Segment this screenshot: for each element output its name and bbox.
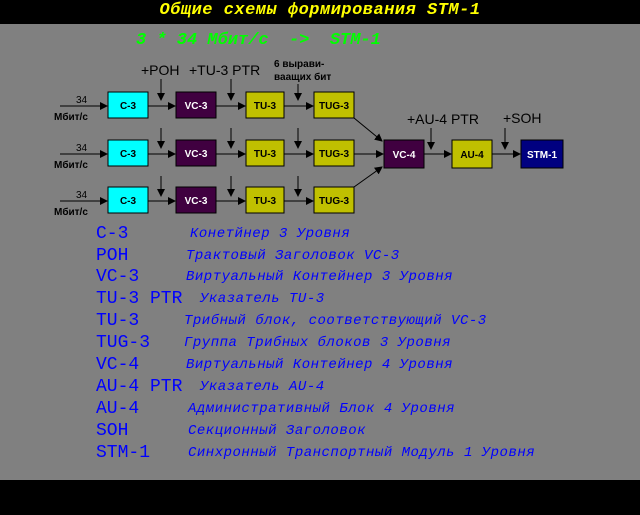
legend-row: VC-3 Виртуальный Контейнер 3 Уровня	[96, 267, 453, 289]
justify-label-1: 6 вырави-	[274, 59, 324, 70]
vc3-block	[175, 91, 217, 119]
legend-abbr: C-3	[96, 224, 129, 244]
title-bar: Общие схемы формирования STM-1	[0, 0, 640, 24]
rate-value: 34	[76, 143, 88, 154]
scheme-diagram: +POH +TU-3 PTR 6 вырави- ваащих бит +AU-…	[54, 59, 564, 218]
row-1: 34 Мбит/с C-3 VC-3 TU-3 TUG-3	[54, 91, 383, 142]
legend-row: C-3 Конетйнер 3 Уровня	[96, 224, 350, 246]
legend-abbr: VC-4	[96, 355, 140, 375]
row-2: 34 Мбит/с C-3 VC-3 TU-3 TUG-3	[54, 128, 384, 171]
subtitle: 3 * 34 Мбит/с -> STM-1	[136, 31, 381, 50]
legend-abbr: TU-3 PTR	[96, 289, 183, 309]
au4-block	[451, 139, 493, 169]
tu3-ptr-label: +TU-3 PTR	[189, 62, 260, 78]
c3-block	[107, 91, 149, 119]
legend-desc: Конетйнер 3 Уровня	[190, 226, 351, 242]
vc4-label: VC-4	[393, 150, 416, 161]
tu3-block	[245, 139, 285, 167]
tu3-label: TU-3	[254, 196, 277, 207]
vc3-label: VC-3	[185, 196, 208, 207]
rate-unit: Мбит/с	[54, 111, 88, 123]
legend-row: VC-4 Виртуальный Контейнер 4 Уровня	[96, 355, 453, 377]
legend-row: TUG-3 Группа Трибных блоков 3 Уровня	[96, 333, 451, 355]
vc3-label: VC-3	[185, 101, 208, 112]
legend-row: AU-4 Административный Блок 4 Уровня	[96, 399, 455, 421]
au4-label: AU-4	[460, 150, 484, 161]
legend-row: POH Трактовый Заголовок VC-3	[96, 246, 399, 268]
legend-abbr: TUG-3	[96, 333, 151, 353]
tug3-label: TUG-3	[319, 196, 349, 207]
legend-desc: Секционный Заголовок	[188, 423, 367, 439]
stm1-block	[520, 139, 564, 169]
tug3-block	[313, 186, 355, 214]
vc3-label: VC-3	[185, 149, 208, 160]
legend-abbr: STM-1	[96, 443, 151, 463]
legend-abbr: AU-4	[96, 399, 140, 419]
tug3-block	[313, 139, 355, 167]
tu3-block	[245, 186, 285, 214]
poh-label: +POH	[141, 62, 180, 78]
legend-desc: Административный Блок 4 Уровня	[188, 401, 456, 417]
vc4-block	[383, 139, 425, 169]
legend-desc: Трактовый Заголовок VC-3	[186, 248, 400, 264]
page-title: Общие схемы формирования STM-1	[159, 1, 481, 20]
rate-value: 34	[76, 95, 88, 106]
legend-row: SOH Секционный Заголовок	[96, 421, 366, 443]
legend-row: AU-4 PTR Указатель AU-4	[96, 377, 324, 399]
rate-unit: Мбит/с	[54, 159, 88, 171]
legend-row: STM-1 Синхронный Транспортный Модуль 1 У…	[96, 443, 535, 465]
tug3-label: TUG-3	[319, 149, 349, 160]
legend-desc: Указатель TU-3	[200, 291, 325, 307]
rate-unit: Мбит/с	[54, 206, 88, 218]
c3-label: C-3	[120, 196, 137, 207]
tug3-label: TUG-3	[319, 101, 349, 112]
legend-desc: Синхронный Транспортный Модуль 1 Уровня	[188, 445, 536, 461]
c3-label: C-3	[120, 149, 137, 160]
row-3: 34 Мбит/с C-3 VC-3 TU-3 TUG-3	[54, 166, 383, 218]
au4-ptr-label: +AU-4 PTR	[407, 111, 479, 127]
legend-abbr: TU-3	[96, 311, 140, 331]
tu3-block	[245, 91, 285, 119]
justify-label-2: ваащих бит	[274, 71, 331, 83]
vc3-block	[175, 139, 217, 167]
legend-desc: Виртуальный Контейнер 3 Уровня	[186, 269, 454, 285]
c3-label: C-3	[120, 101, 137, 112]
soh-label: +SOH	[503, 110, 542, 126]
rate-value: 34	[76, 190, 88, 201]
tug3-block	[313, 91, 355, 119]
legend-desc: Трибный блок, соответствующий VC-3	[184, 313, 487, 329]
legend-desc: Виртуальный Контейнер 4 Уровня	[186, 357, 454, 373]
legend-abbr: POH	[96, 246, 129, 266]
tu3-label: TU-3	[254, 101, 277, 112]
legend-abbr: SOH	[96, 421, 129, 441]
legend-desc: Группа Трибных блоков 3 Уровня	[184, 335, 452, 351]
legend-row: TU-3 PTR Указатель TU-3	[96, 289, 324, 311]
legend-abbr: AU-4 PTR	[96, 377, 183, 397]
vc3-block	[175, 186, 217, 214]
legend-desc: Указатель AU-4	[200, 379, 325, 395]
c3-block	[107, 139, 149, 167]
legend-abbr: VC-3	[96, 267, 140, 287]
stm1-label: STM-1	[527, 150, 557, 161]
c3-block	[107, 186, 149, 214]
legend-row: TU-3 Трибный блок, соответствующий VC-3	[96, 311, 486, 333]
tu3-label: TU-3	[254, 149, 277, 160]
